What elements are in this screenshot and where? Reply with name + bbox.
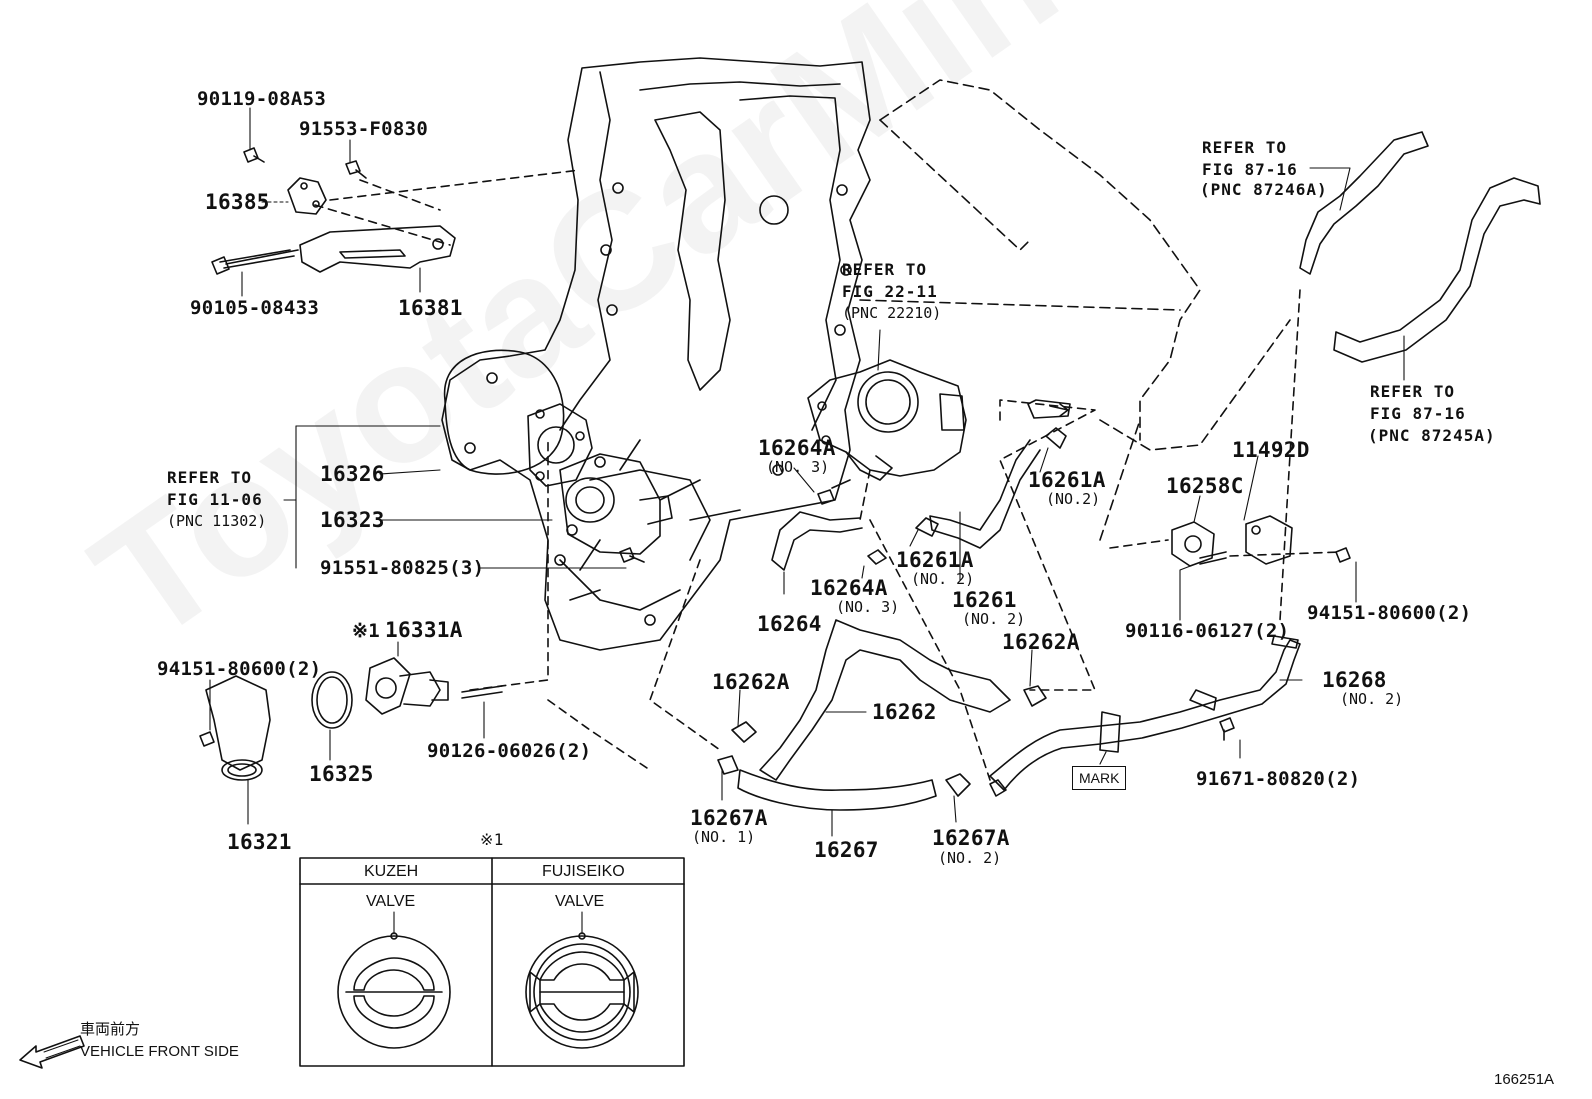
hose-16262 (759, 619, 1011, 781)
label-16262A-right: 16262A (1002, 630, 1080, 654)
gasket-16326 (527, 403, 593, 487)
bracket-16381 (299, 225, 456, 273)
refer-87246A-line3: (PNC 87246A) (1200, 180, 1328, 199)
label-16325: 16325 (309, 762, 374, 786)
refer-87245A-line1: REFER TO (1370, 382, 1456, 401)
refer-11-06-line3: (PNC 11302) (167, 512, 267, 530)
label-90119-08A53: 90119-08A53 (197, 88, 327, 110)
label-91553-F0830: 91553-F0830 (299, 118, 429, 140)
label-16331A: 16331A (385, 618, 463, 642)
direction-en: VEHICLE FRONT SIDE (80, 1043, 239, 1060)
label-90105-08433: 90105-08433 (190, 297, 320, 319)
refer-87246A-line1: REFER TO (1202, 138, 1288, 157)
label-16267: 16267 (814, 838, 879, 862)
direction-jp: 車両前方 (80, 1021, 141, 1038)
label-16262: 16262 (872, 700, 937, 724)
label-16268-sub: (NO. 2) (1340, 690, 1404, 708)
label-16264: 16264 (757, 612, 822, 636)
inset-col-fujiseiko: FUJISEIKO (542, 863, 625, 880)
refer-87245A-line2: FIG 87-16 (1370, 404, 1466, 423)
hose-87245A (1333, 177, 1541, 363)
label-16267A-no2: 16267A (932, 826, 1010, 850)
refer-87245A-line3: (PNC 87245A) (1368, 426, 1496, 445)
label-16326: 16326 (320, 462, 385, 486)
label-16268: 16268 (1322, 668, 1387, 692)
label-91671-80820: 91671-80820(2) (1196, 768, 1361, 790)
bolts (199, 147, 1351, 747)
label-94151-80600-left: 94151-80600(2) (157, 658, 322, 680)
label-90116-06127: 90116-06127(2) (1125, 620, 1290, 642)
engine-body-outline (859, 79, 1291, 541)
label-16264A-mid: 16264A (810, 576, 888, 600)
front-arrow-icon (19, 1035, 85, 1069)
mark-box: MARK (1072, 766, 1127, 790)
diagram-id: 166251A (1494, 1071, 1555, 1088)
gasket-16258C (1171, 521, 1215, 567)
label-90126-06026: 90126-06026(2) (427, 740, 592, 762)
label-16261-sub: (NO. 2) (962, 610, 1026, 628)
label-16261A-top-sub: (NO.2) (1046, 490, 1101, 508)
label-16264A-mid-sub: (NO. 3) (836, 598, 900, 616)
hose-16267 (737, 769, 937, 811)
label-16261A-top: 16261A (1028, 468, 1106, 492)
inset-valve-right: VALVE (555, 893, 605, 910)
inset-table (299, 857, 685, 1067)
refer-22-11-line1: REFER TO (842, 260, 928, 279)
note-mark-1: ※1 (352, 620, 380, 642)
inset-col-kuzeh: KUZEH (364, 863, 419, 880)
refer-22-11-line2: FIG 22-11 (842, 282, 938, 301)
label-16321: 16321 (227, 830, 292, 854)
hose-16261 (929, 399, 1071, 549)
label-16262A-left: 16262A (712, 670, 790, 694)
label-16258C: 16258C (1166, 474, 1244, 498)
label-91551-80825: 91551-80825(3) (320, 557, 485, 579)
label-16323: 16323 (320, 508, 385, 532)
label-16381: 16381 (398, 296, 463, 320)
label-94151-80600-right: 94151-80600(2) (1307, 602, 1472, 624)
hose-16264 (771, 511, 863, 571)
leader-lines (209, 107, 1405, 935)
label-16385: 16385 (205, 190, 270, 214)
bracket-16385 (287, 177, 327, 215)
label-16267A-no1: 16267A (690, 806, 768, 830)
plate-11492D (1245, 515, 1293, 565)
hose-16268 (989, 635, 1301, 791)
hose-87246A (1299, 131, 1429, 275)
inset-valve-left: VALVE (366, 893, 416, 910)
refer-87246A-line2: FIG 87-16 (1202, 160, 1298, 179)
refer-11-06-line2: FIG 11-06 (167, 490, 263, 509)
label-16267A-no2-sub: (NO. 2) (938, 849, 1002, 867)
refer-11-06-line1: REFER TO (167, 468, 253, 487)
refer-22-11-line3: (PNC 22210) (842, 304, 942, 322)
label-16261A-mid: 16261A (896, 548, 974, 572)
label-16261: 16261 (952, 588, 1017, 612)
label-16261A-mid-sub: (NO. 2) (911, 570, 975, 588)
inset-note-mark: ※1 (480, 830, 504, 849)
label-16264A-top: 16264A (758, 436, 836, 460)
label-16267A-no1-sub: (NO. 1) (692, 828, 756, 846)
throttle-body (807, 359, 967, 481)
clamps (717, 427, 1067, 797)
housing-16323 (559, 453, 673, 555)
label-11492D: 11492D (1232, 438, 1310, 462)
thermostat-16331A (365, 657, 449, 715)
label-16264A-top-sub: (NO. 3) (766, 458, 830, 476)
water-inlet-16321 (205, 675, 271, 781)
gasket-16325 (311, 671, 353, 729)
valve-kuzeh (337, 932, 451, 1049)
timing-cover (441, 57, 871, 651)
valve-fujiseiko (525, 932, 639, 1049)
